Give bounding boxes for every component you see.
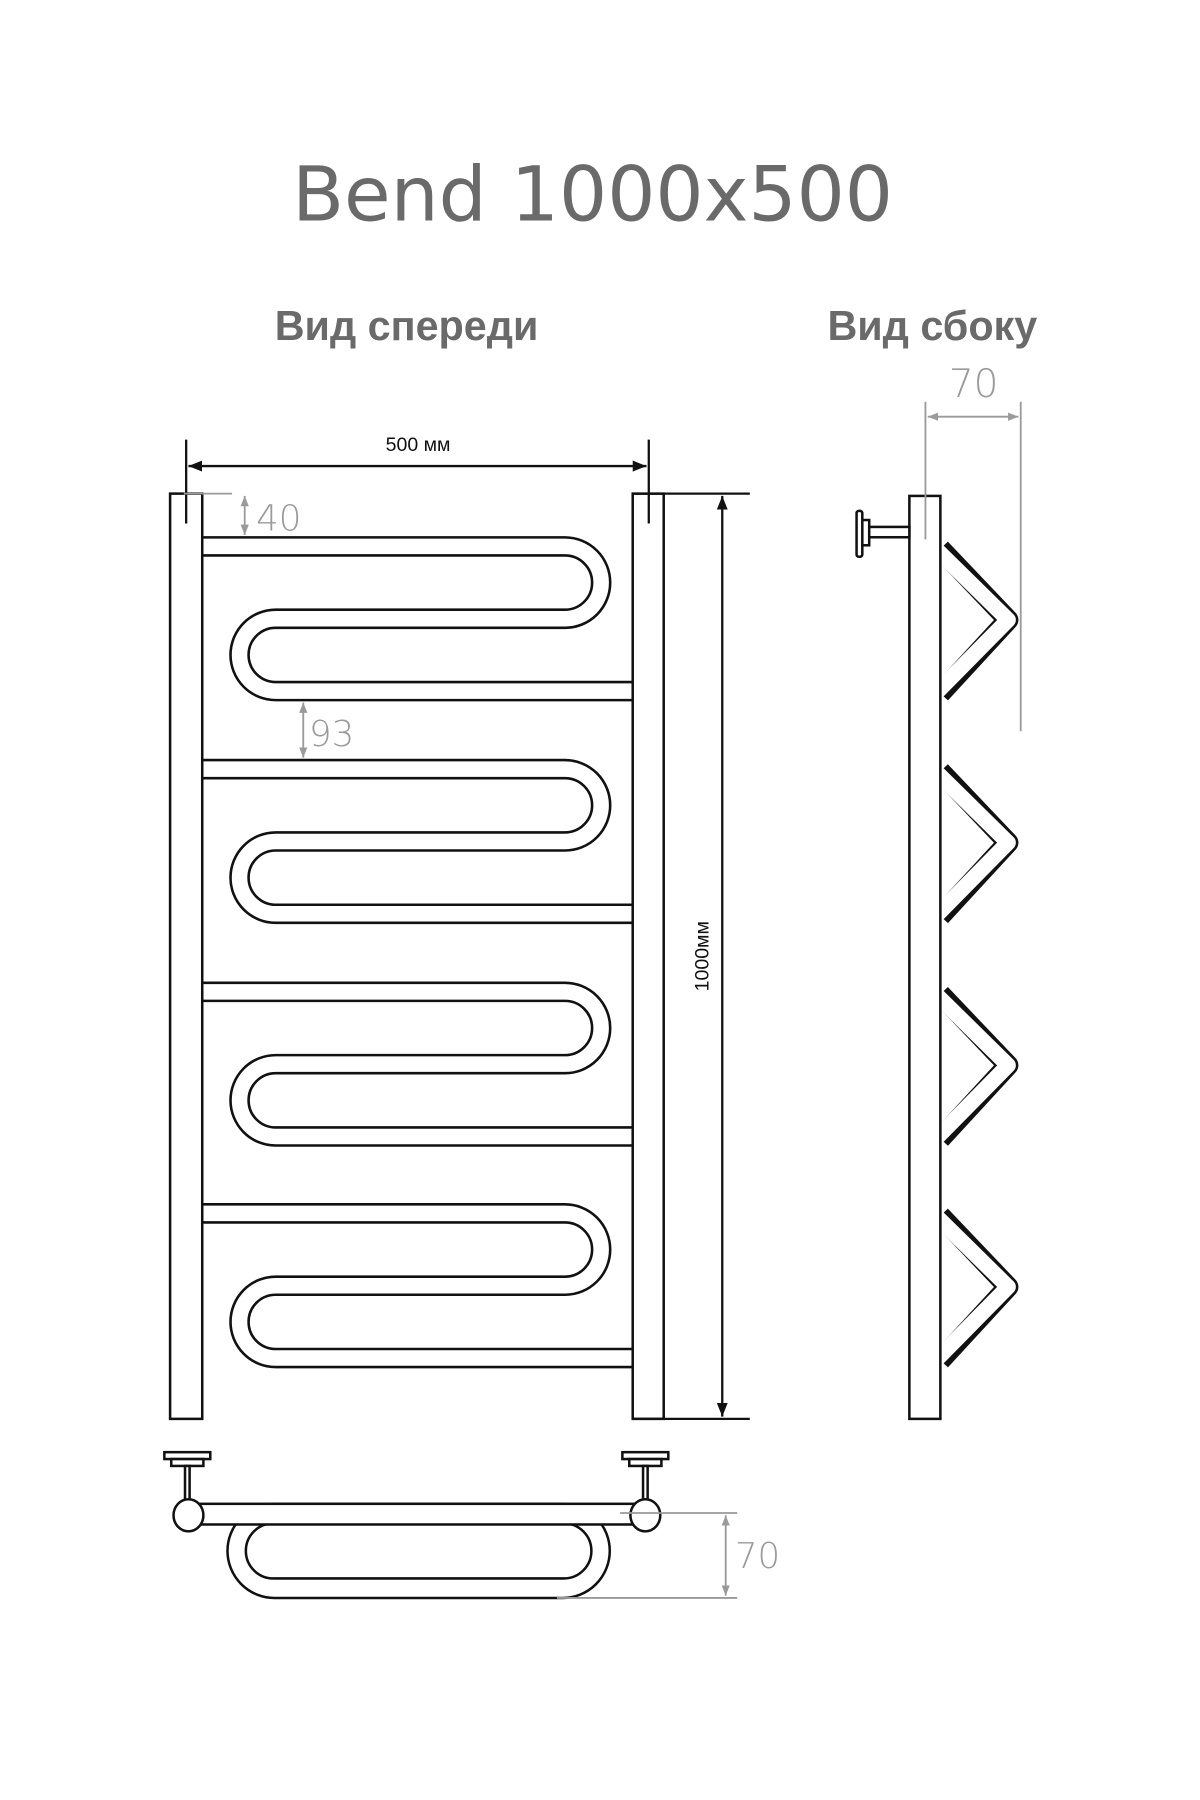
rail-gap-dimension: 93	[299, 702, 354, 758]
wall-mount-icon	[855, 509, 911, 559]
side-view	[855, 494, 1009, 1421]
top-offset-label: 40	[256, 498, 301, 539]
left-post	[168, 492, 204, 1421]
product-title: Bend 1000x500	[292, 150, 893, 238]
rail-loop-3	[195, 992, 639, 1137]
side-depth-label: 70	[949, 362, 999, 407]
side-bracket-4	[936, 1216, 1008, 1361]
height-label: 1000мм	[691, 921, 713, 991]
top-offset-dimension: 40	[183, 492, 301, 539]
side-view-label: Вид сбоку	[827, 303, 1037, 349]
rail-loop-4	[195, 1213, 639, 1358]
right-post	[631, 492, 665, 1421]
side-bracket-3	[936, 994, 1008, 1139]
left-wall-mount-icon	[163, 1450, 212, 1533]
height-dimension: 1000мм	[632, 492, 750, 1421]
top-view-depth-label: 70	[735, 1536, 780, 1577]
width-label: 500 мм	[386, 434, 451, 456]
top-view-depth-dimension: 70	[556, 1512, 780, 1599]
side-depth-dimension: 70	[924, 362, 1022, 732]
rail-loop-1	[195, 546, 639, 691]
rail-loop-2	[195, 769, 639, 914]
side-bracket-2	[936, 771, 1008, 916]
top-view	[163, 1450, 670, 1600]
width-dimension: 500 мм	[185, 434, 650, 524]
front-view-label: Вид спереди	[275, 303, 539, 349]
right-wall-mount-icon	[621, 1450, 670, 1533]
side-bracket-1	[936, 549, 1008, 694]
rail-gap-label: 93	[309, 714, 354, 755]
side-post	[908, 494, 942, 1421]
front-view	[168, 492, 665, 1421]
